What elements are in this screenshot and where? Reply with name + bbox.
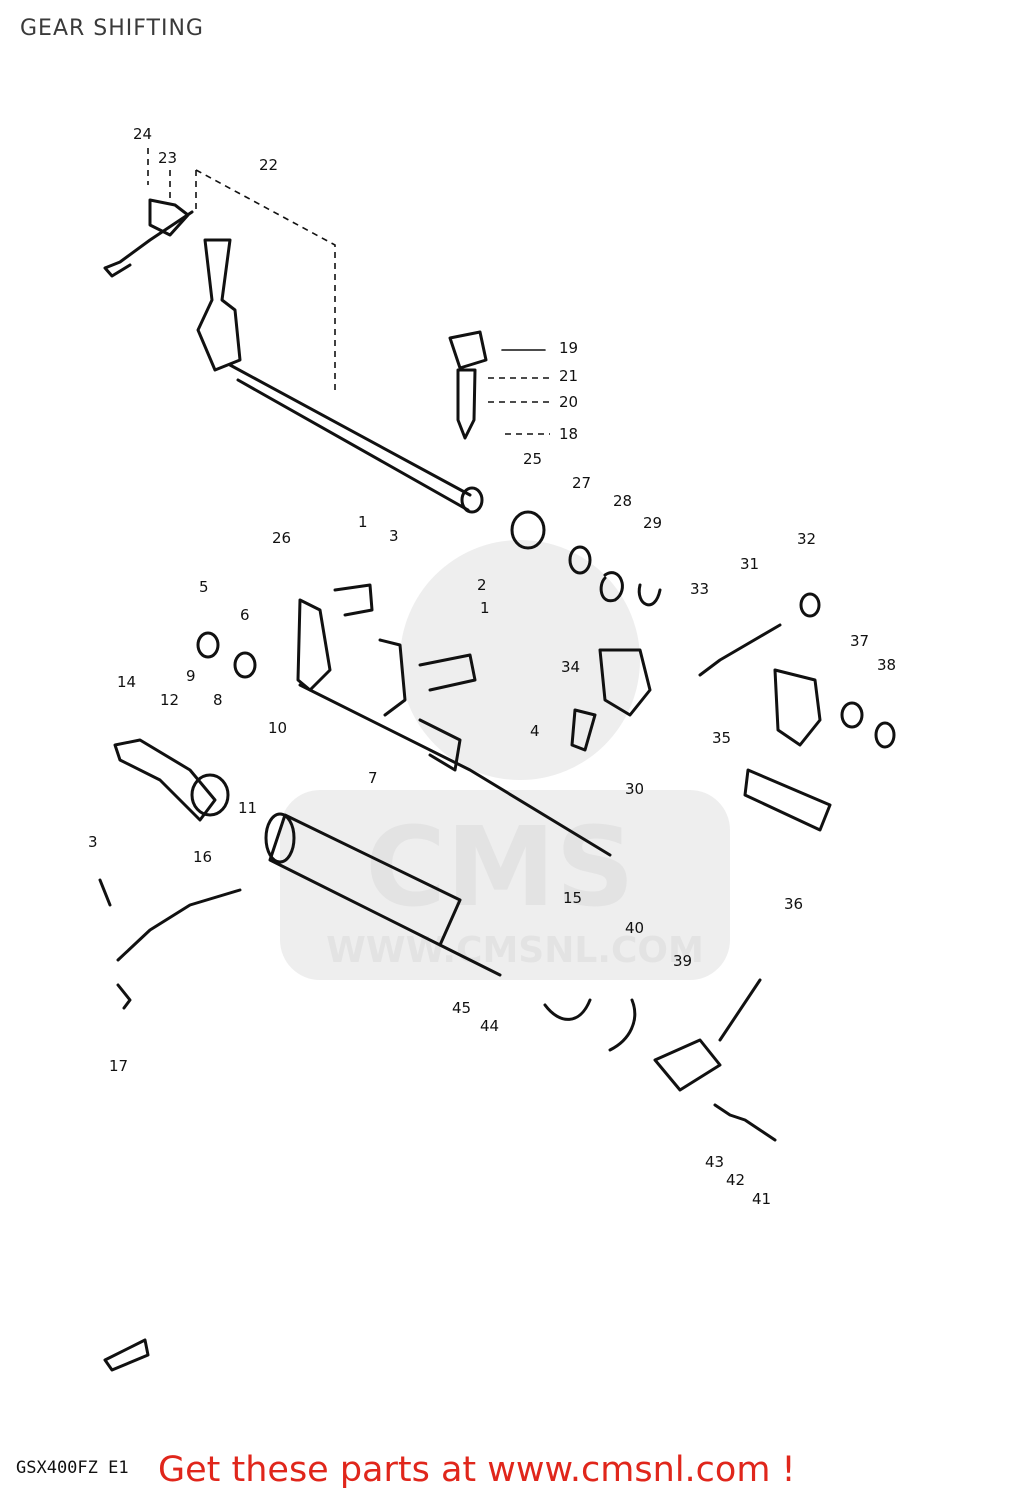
callout-43: 43 [705,1153,724,1171]
callout-24: 24 [133,125,152,143]
model-code: GSX400FZ E1 [16,1458,129,1478]
callout-34: 34 [561,658,580,676]
callout-28: 28 [613,492,632,510]
callout-29: 29 [643,514,662,532]
neutral-plunger-part [448,330,488,440]
callout-1-mid: 1 [480,599,490,617]
callout-5: 5 [199,578,209,596]
parts [98,198,896,1372]
callout-33: 33 [690,580,709,598]
shift-shaft-arm-part [196,238,242,372]
pawl-holder-part [598,648,652,717]
bolt-5-part [196,631,220,659]
callout-numbers: 24 23 22 19 21 20 18 25 27 28 29 26 1 3 … [88,125,896,1208]
watermark-logo-text: CMS [365,803,634,931]
callout-31: 31 [740,555,759,573]
callout-17: 17 [109,1057,128,1075]
pawl-4-part [570,708,597,752]
shift-shaft-part [228,363,472,512]
callout-39: 39 [673,952,692,970]
callout-22: 22 [259,156,278,174]
callout-44: 44 [480,1017,499,1035]
shift-arm-lower-part [653,978,762,1092]
callout-9: 9 [186,667,196,685]
callout-6: 6 [240,606,250,624]
stopper-roller-part [190,773,230,817]
callout-21: 21 [559,367,578,385]
page-title: GEAR SHIFTING [20,16,204,41]
oil-seal-part [510,510,546,550]
callout-37: 37 [850,632,869,650]
pawl-pin-part [698,623,782,677]
shaft-end-part [460,486,484,514]
callout-3-top: 3 [389,527,399,545]
callout-3-left: 3 [88,833,98,851]
callout-30: 30 [625,780,644,798]
callout-16: 16 [193,848,212,866]
drum-end-part [264,812,296,864]
ring-39-part [608,998,637,1052]
callout-45: 45 [452,999,471,1017]
spring-part [599,571,624,603]
callout-4: 4 [530,722,540,740]
callout-2: 2 [477,576,487,594]
bolt-17-part [116,983,132,1010]
front-arrow-icon [103,1338,150,1372]
leader-22 [195,169,336,390]
collar-40-part [543,998,592,1021]
pin-32-part [799,592,821,618]
callout-23: 23 [158,149,177,167]
cam-stopper-part [113,738,217,822]
callout-40: 40 [625,919,644,937]
callout-12: 12 [160,691,179,709]
callout-35: 35 [712,729,731,747]
shift-fork-1-part [296,583,374,692]
leader-lines [147,148,550,435]
callout-38: 38 [877,656,896,674]
linkage-bolt-part [713,1103,777,1142]
callout-25: 25 [523,450,542,468]
washer-part [568,545,592,575]
callout-7: 7 [368,769,378,787]
shift-fork-3-part [418,718,462,772]
clamp-bolt-part [148,198,190,237]
fork-shaft-part [298,683,612,857]
callout-41: 41 [752,1190,771,1208]
shift-fork-2-part [378,638,477,717]
callout-42: 42 [726,1171,745,1189]
callout-15: 15 [563,889,582,907]
callout-8: 8 [213,691,223,709]
callout-27: 27 [572,474,591,492]
cmsnl-watermark: CMS WWW.CMSNL.COM [280,540,730,980]
cmsnl-promo-link[interactable]: Get these parts at www.cmsnl.com ! [158,1450,796,1490]
callout-18: 18 [559,425,578,443]
gear-shift-cam-plate-part [773,668,822,747]
callout-10: 10 [268,719,287,737]
cam-stopper-spring-part [98,878,242,962]
callout-26: 26 [272,529,291,547]
watermark-url: WWW.CMSNL.COM [326,930,704,971]
callout-14: 14 [117,673,136,691]
callout-20: 20 [559,393,578,411]
drum-shaft-part [438,943,502,977]
washer-37-part [840,701,864,729]
watermark-logo-box [280,790,730,980]
callout-36: 36 [784,895,803,913]
callout-19: 19 [559,339,578,357]
callout-11: 11 [238,799,257,817]
washer-38-part [874,721,896,749]
circlip-part [637,583,662,607]
watermark-mascot-circle [400,540,640,780]
callout-1-top: 1 [358,513,368,531]
washer-6-part [233,651,257,679]
shift-rubber-part [743,768,832,832]
callout-32: 32 [797,530,816,548]
